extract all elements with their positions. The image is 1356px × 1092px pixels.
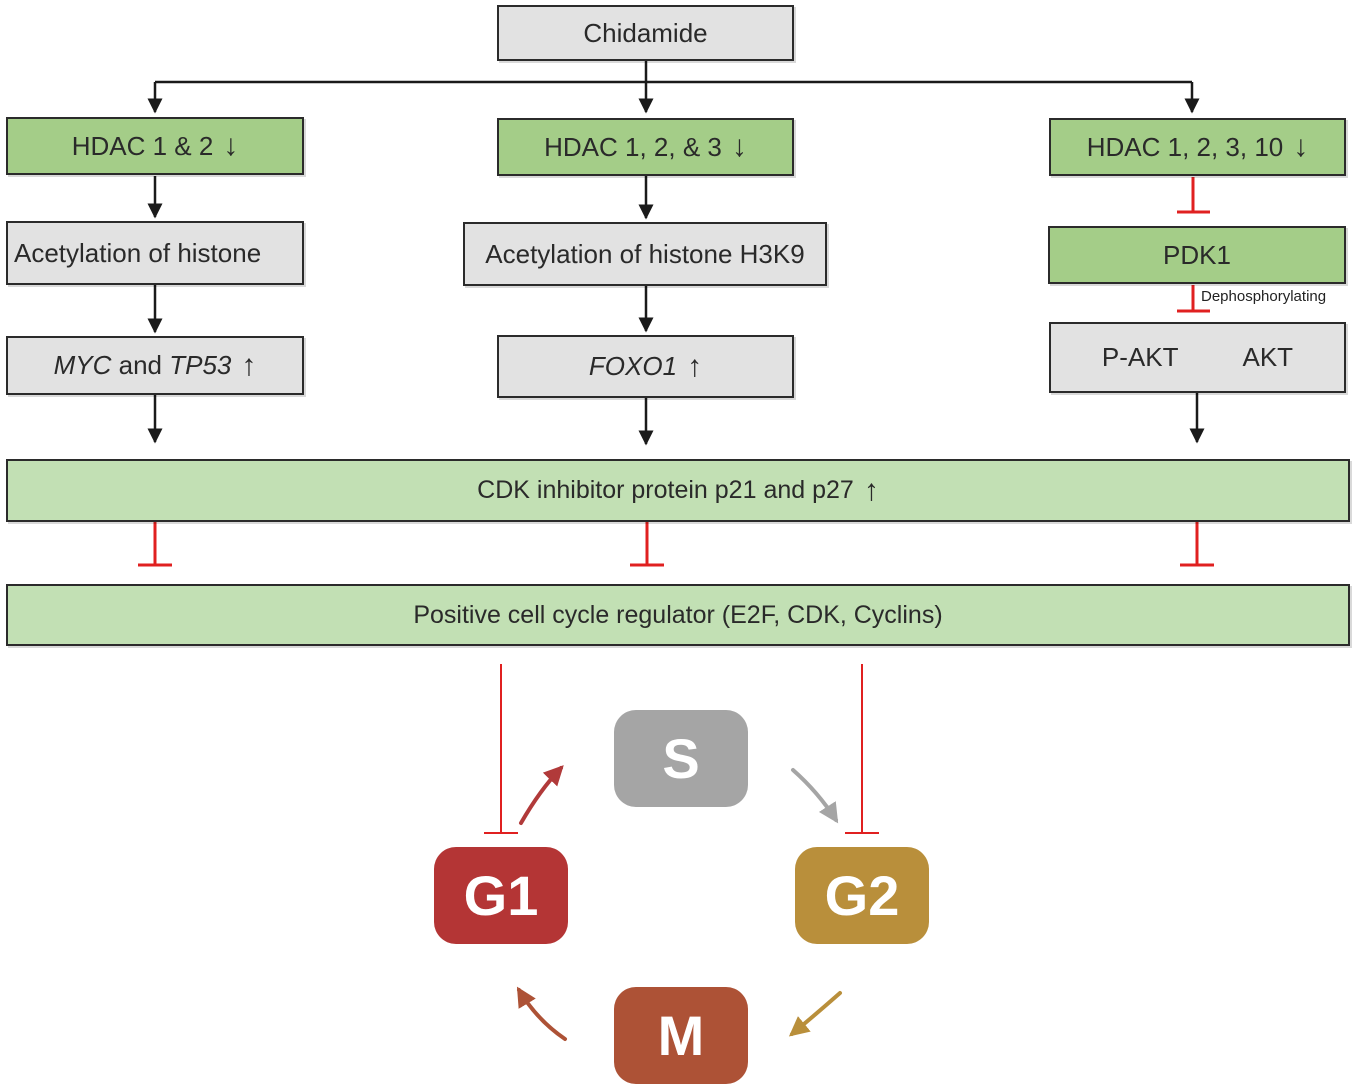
phase-g1-label: G1 <box>463 864 539 927</box>
down-arrow-icon: ↓ <box>223 129 239 162</box>
tp53-gene-label: TP53 <box>169 350 232 380</box>
chidamide-box: Chidamide <box>497 5 794 61</box>
m-to-g1-arrow <box>516 986 567 1041</box>
phase-g2: G2 <box>795 847 929 944</box>
s-to-g2-arrow <box>791 768 839 824</box>
cdk-inhibitor-box: CDK inhibitor protein p21 and p27 ↑ <box>6 459 1350 522</box>
up-arrow-icon: ↑ <box>863 473 879 507</box>
hdac-1-2-3-box: HDAC 1, 2, & 3 ↓ <box>497 118 794 176</box>
acetylation-histone-box: Acetylation of histone <box>6 221 304 285</box>
pakt-label: P-AKT <box>1101 342 1179 372</box>
up-arrow-icon: ↑ <box>241 348 257 382</box>
hdac-1-2-3-label: HDAC 1, 2, & 3 <box>544 131 722 162</box>
acetylation-histone-label: Acetylation of histone <box>14 237 262 268</box>
hdac-1-2-3-10-box: HDAC 1, 2, 3, 10 ↓ <box>1049 118 1346 176</box>
pdk1-label: PDK1 <box>1163 239 1231 270</box>
phase-g2-label: G2 <box>824 864 900 927</box>
phase-g1: G1 <box>434 847 568 944</box>
acetylation-h3k9-label: Acetylation of histone H3K9 <box>485 238 805 269</box>
dephosphorylating-label: Dephosphorylating <box>1201 288 1327 305</box>
myc-tp53-box: MYC and TP53 ↑ <box>6 336 304 395</box>
gene-conjunction-label: and <box>111 350 170 380</box>
down-arrow-icon: ↓ <box>1293 130 1309 163</box>
g1-to-s-arrow <box>519 765 564 825</box>
foxo1-box: FOXO1 ↑ <box>497 335 794 398</box>
phase-s: S <box>614 710 748 807</box>
inhibition-marks <box>138 177 1214 567</box>
myc-gene-label: MYC <box>53 350 112 380</box>
positive-regulator-label: Positive cell cycle regulator (E2F, CDK,… <box>413 600 943 629</box>
hdac-1-2-3-10-label: HDAC 1, 2, 3, 10 <box>1086 131 1284 162</box>
pakt-akt-box: P-AKT AKT <box>1049 322 1346 393</box>
acetylation-h3k9-box: Acetylation of histone H3K9 <box>463 222 827 286</box>
cdk-inhibitor-label: CDK inhibitor protein p21 and p27 <box>477 476 854 504</box>
akt-label: AKT <box>1242 342 1294 372</box>
up-arrow-icon: ↑ <box>687 349 703 383</box>
hdac-1-2-label: HDAC 1 & 2 <box>71 130 214 161</box>
phase-m-label: M <box>657 1004 705 1067</box>
phase-m: M <box>614 987 748 1084</box>
chidamide-split-connector <box>147 60 1200 114</box>
regulator-inhibition-lines <box>484 664 879 834</box>
phase-s-label: S <box>662 727 700 790</box>
foxo1-gene-label: FOXO1 <box>588 351 678 381</box>
down-arrow-icon: ↓ <box>731 130 747 163</box>
g2-to-m-arrow <box>788 991 842 1037</box>
hdac-1-2-box: HDAC 1 & 2 ↓ <box>6 117 304 175</box>
pdk1-box: PDK1 <box>1048 226 1346 284</box>
positive-regulator-box: Positive cell cycle regulator (E2F, CDK,… <box>6 584 1350 646</box>
chidamide-label: Chidamide <box>583 17 708 48</box>
